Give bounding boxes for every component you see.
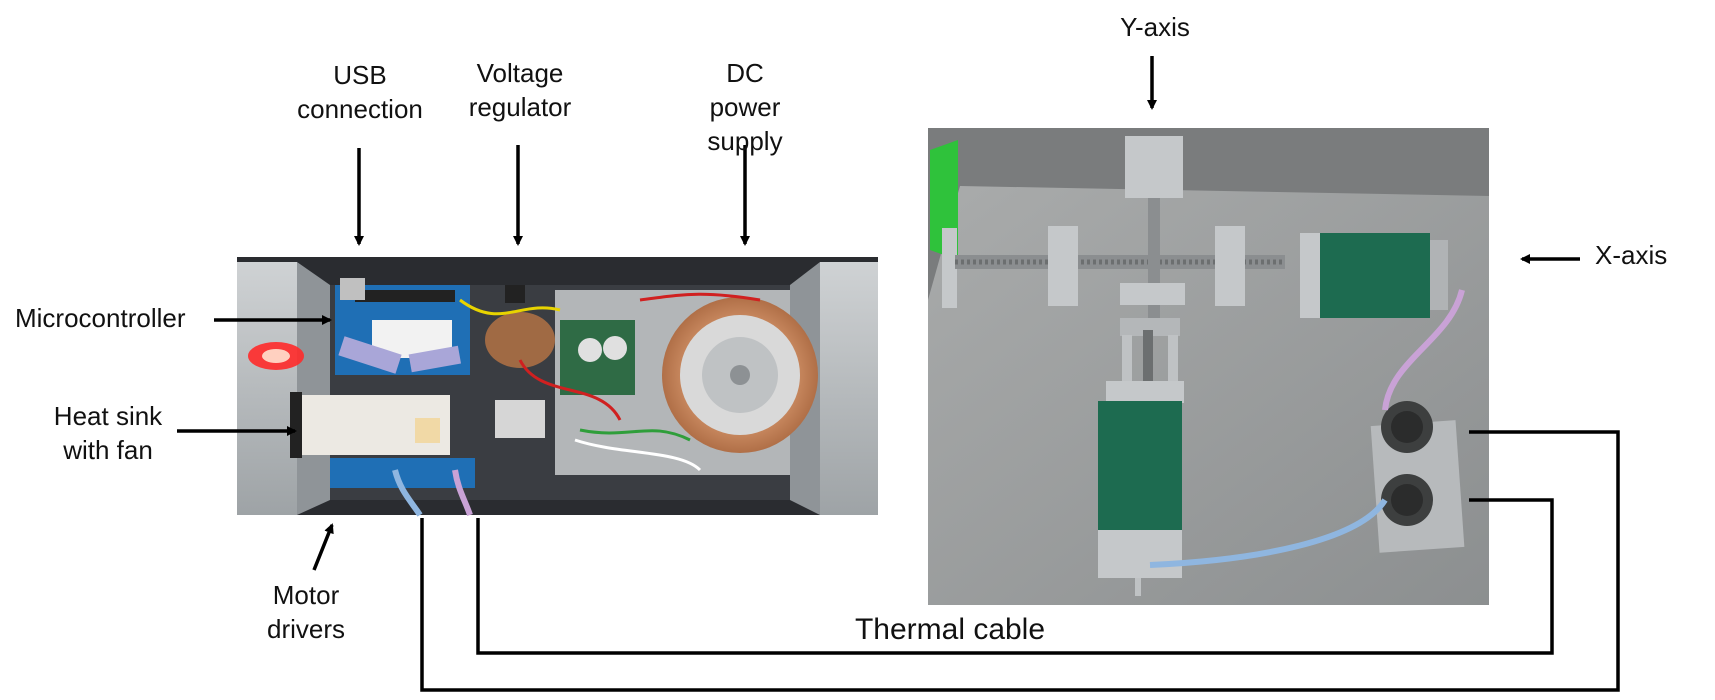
- y-axis-motor: [1098, 401, 1182, 537]
- thermal-cable-label: Thermal cable: [854, 613, 1046, 646]
- voltage-regulator-label: Voltage regulator: [468, 58, 572, 122]
- thermal-cable-outer-line: [420, 430, 1620, 692]
- x-axis-label: X-axis: [1595, 240, 1668, 270]
- x-axis-motor: [1318, 233, 1430, 318]
- y-axis-label: Y-axis: [1120, 12, 1190, 42]
- thermal-cable-inner-line: [476, 498, 1554, 655]
- usb-connection-label: USB connection: [297, 60, 423, 124]
- xy-stage-photo: [928, 128, 1489, 605]
- heat-sink-label: Heat sink with fan: [53, 401, 163, 465]
- motor-drivers-label: Motor drivers: [266, 580, 345, 644]
- motor-drivers-arrow: [312, 523, 334, 571]
- dc-power-supply-label: DC power supply: [707, 58, 783, 156]
- microcontroller-label: Microcontroller: [15, 303, 186, 333]
- control-box-photo: [237, 257, 878, 517]
